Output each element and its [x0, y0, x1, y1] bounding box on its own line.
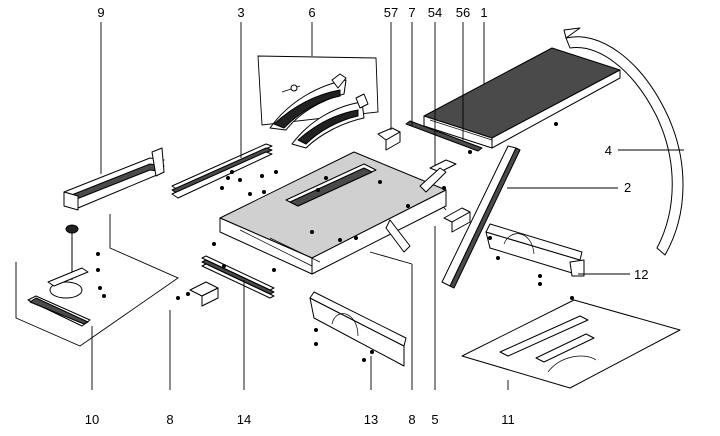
part-4-curved-strip	[563, 27, 684, 256]
part-11-sheet	[461, 299, 681, 389]
callout-57: 57	[384, 5, 398, 20]
part-8-bracket	[189, 281, 219, 307]
callout-5: 5	[431, 412, 438, 427]
callout-11: 11	[501, 412, 515, 427]
part-57-bracket	[377, 127, 401, 151]
main-table	[219, 151, 447, 275]
callout-10: 10	[85, 412, 99, 427]
part-12-side-plate	[485, 223, 585, 277]
part-3-rail	[171, 143, 273, 199]
callout-6: 6	[308, 5, 315, 20]
part-5-bracket	[443, 207, 471, 233]
callout-4: 4	[605, 143, 612, 158]
part-6-blade-guard	[257, 55, 379, 149]
part-13-side-plate	[309, 291, 407, 367]
part-9-fence	[63, 147, 165, 211]
callout-54: 54	[428, 5, 442, 20]
callout-9: 9	[97, 5, 104, 20]
callout-13: 13	[364, 412, 378, 427]
callout-8-left: 8	[166, 412, 173, 427]
part-2-rail	[441, 145, 521, 289]
callout-56: 56	[456, 5, 470, 20]
callout-8-right: 8	[408, 412, 415, 427]
callout-labels: 9 3 6 57 7 54 56 1 4 2 12 10 8 14 13 8 5…	[85, 5, 649, 427]
callout-14: 14	[237, 412, 251, 427]
part-14-rail	[201, 255, 275, 299]
part-56-rail	[405, 120, 483, 152]
callout-3: 3	[237, 5, 244, 20]
callout-7: 7	[408, 5, 415, 20]
part-1-extension-table	[423, 47, 621, 149]
callout-12: 12	[634, 267, 648, 282]
callout-2: 2	[624, 180, 631, 195]
leader-lines	[91, 22, 684, 390]
fasteners	[96, 122, 574, 362]
callout-1: 1	[480, 5, 487, 20]
part-10-miter-gauge	[15, 214, 179, 347]
